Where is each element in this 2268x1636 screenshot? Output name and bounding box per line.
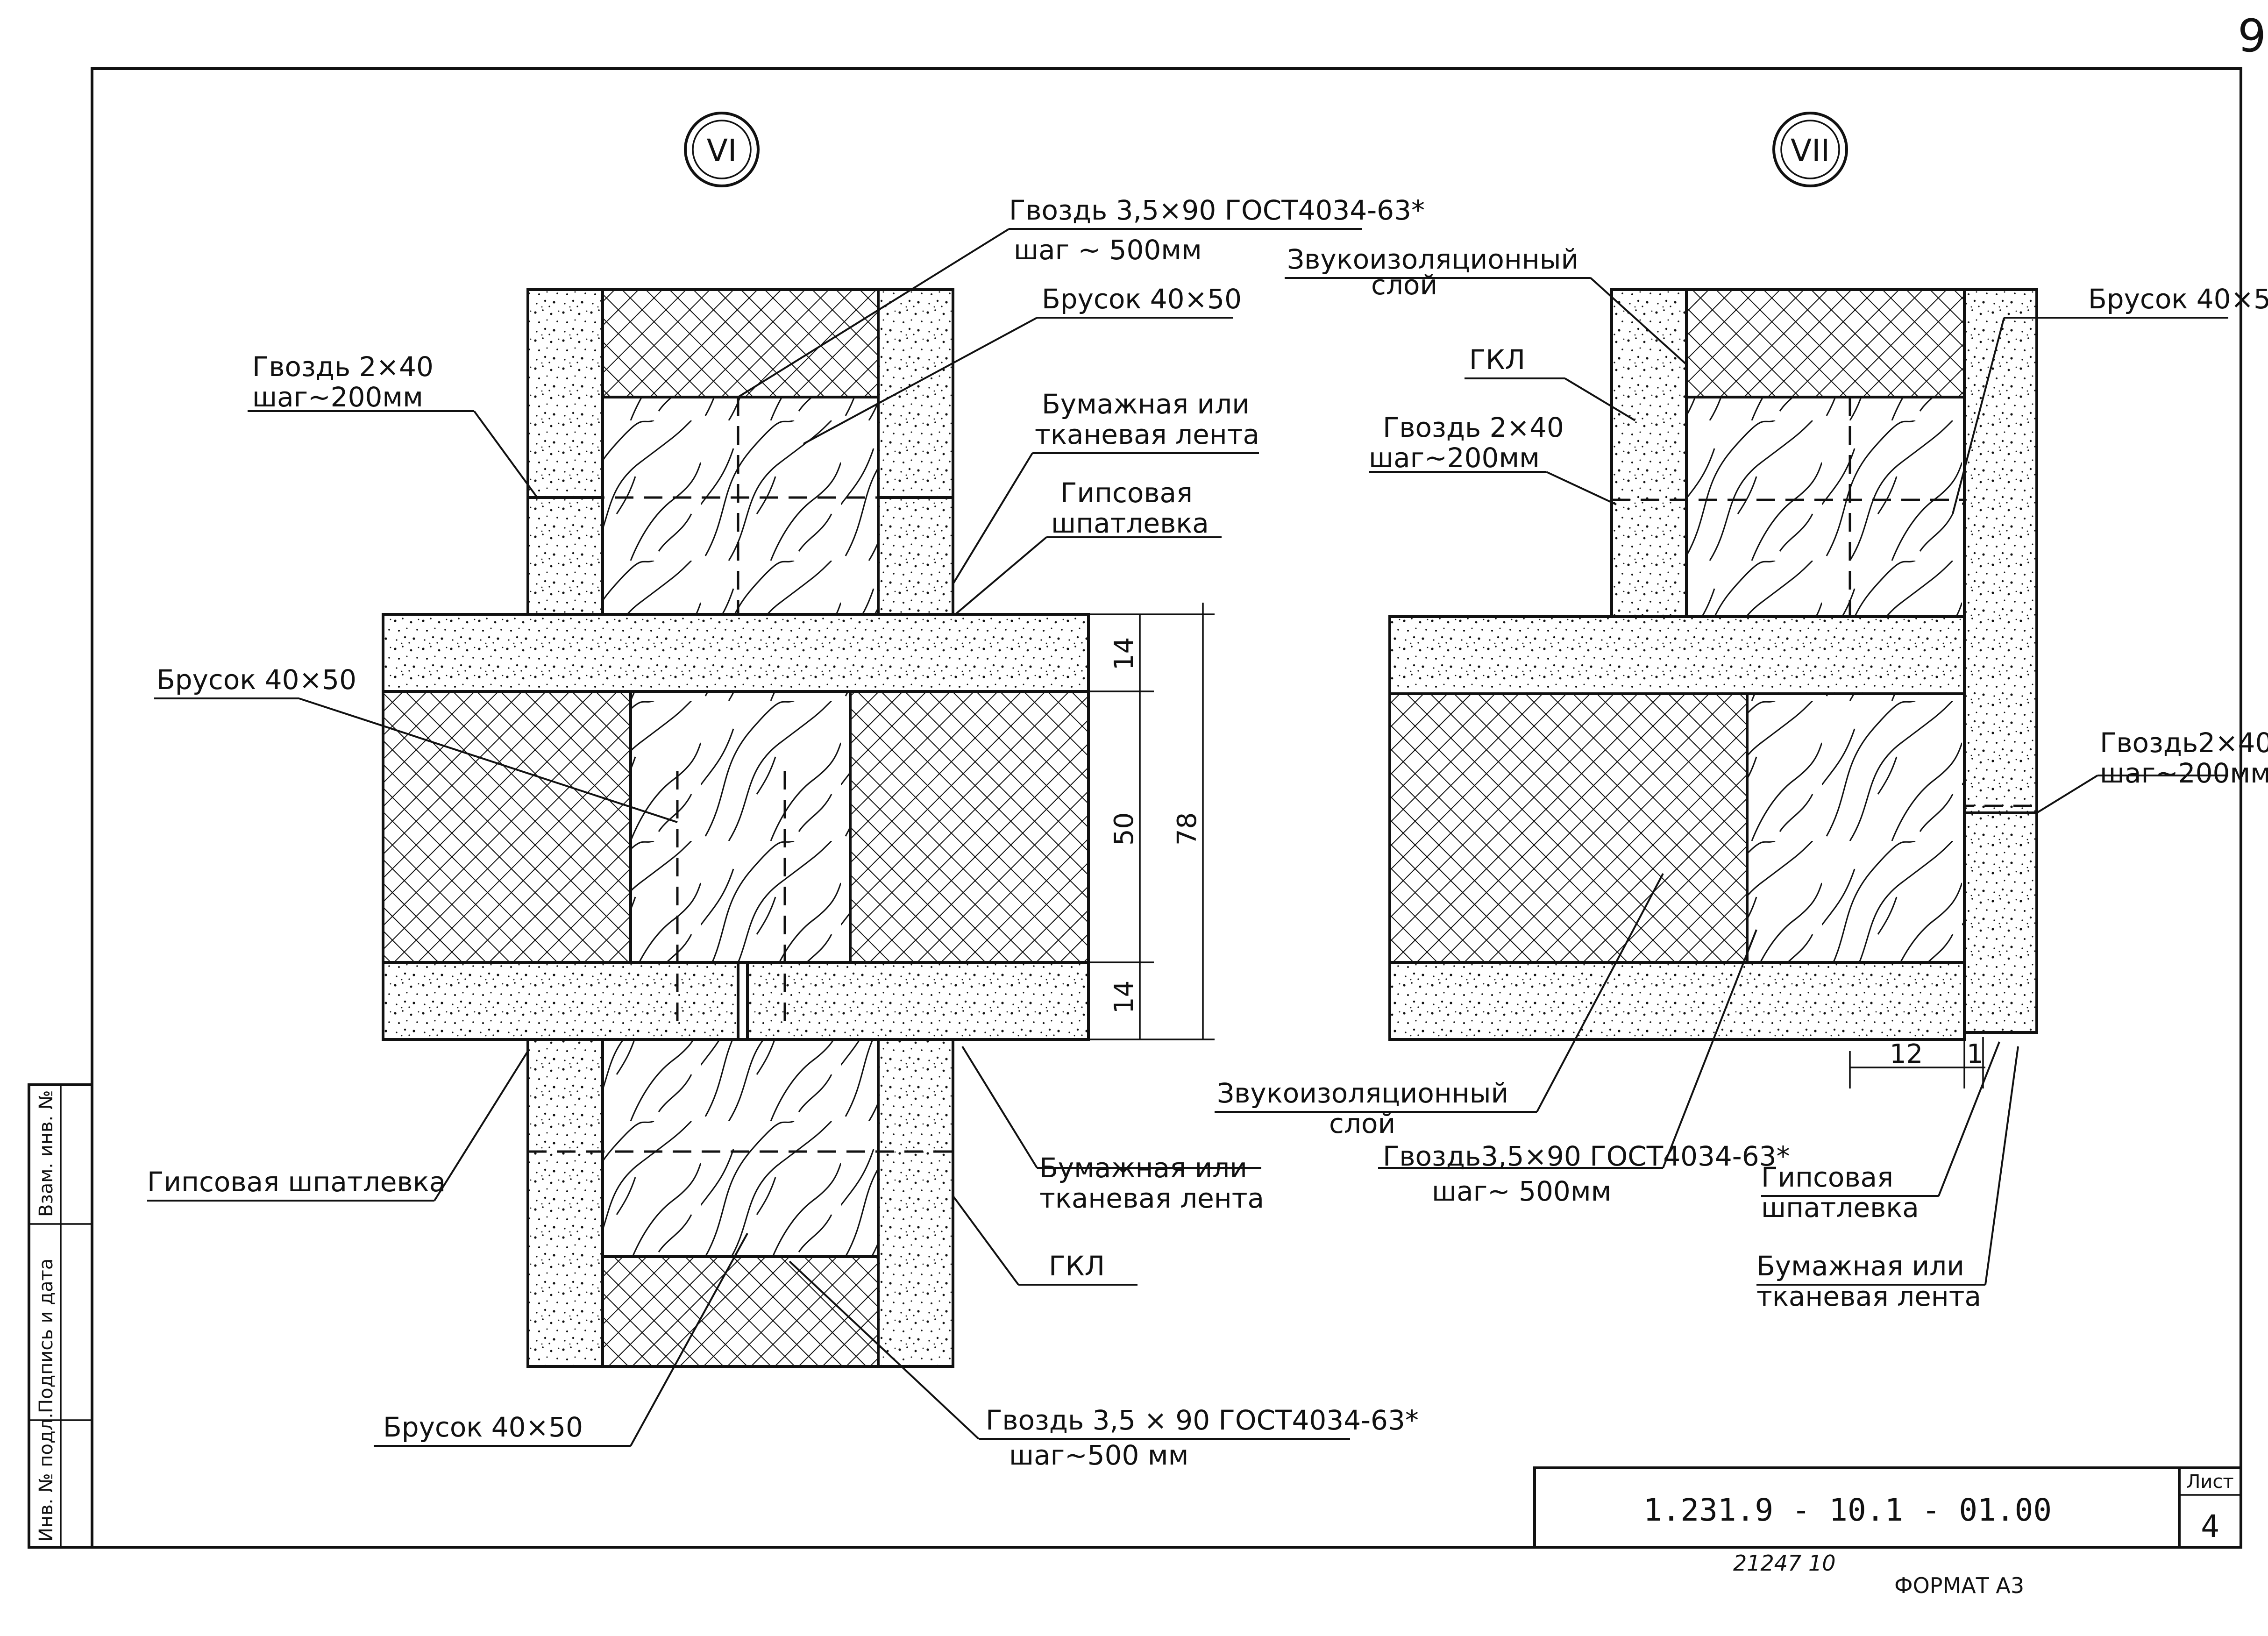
stamp-replace-inventory: Взам. инв. № — [36, 1090, 57, 1217]
label-tape-r-1: Бумажная или — [1756, 1250, 1964, 1282]
board-bottom — [746, 961, 1090, 1041]
bar-middle — [629, 690, 852, 964]
gkl-upper-left — [526, 288, 604, 499]
label-tape-top-2: тканевая лента — [1035, 419, 1259, 450]
label-nail-bottom-r-step: шаг~ 500мм — [1432, 1175, 1611, 1207]
label-sound-top-2: слой — [1371, 269, 1437, 301]
label-sound-bottom-2: слой — [1329, 1108, 1395, 1139]
detail-mark-vi: VI — [707, 133, 737, 169]
label-nail-bottom: Гвоздь 3,5 × 90 ГОСТ4034-63* — [986, 1404, 1419, 1436]
dim-1: 1 — [1967, 1039, 1984, 1069]
dim-50: 50 — [1109, 812, 1139, 846]
footer-handwritten: 21247 10 — [1733, 1551, 1836, 1576]
gkl-upper-right — [877, 288, 954, 499]
label-tape-bottom-2: тканевая лента — [1039, 1182, 1264, 1214]
label-putty-r-2: шпатлевка — [1761, 1192, 1919, 1223]
label-tape-r-2: тканевая лента — [1756, 1280, 1981, 1312]
label-bar-bottom: Брусок 40×50 — [383, 1411, 583, 1443]
dim-12: 12 — [1890, 1039, 1923, 1069]
stamp-signature-date: Подпись и дата — [36, 1259, 57, 1413]
board-bottom-r — [1388, 961, 1966, 1041]
board-top — [382, 613, 1090, 693]
sheet-label: Лист — [2186, 1471, 2233, 1493]
label-putty-bottom: Гипсовая шпатлевка — [147, 1166, 446, 1198]
footer-format: ФОРМАТ А3 — [1894, 1573, 2024, 1598]
insulation-left — [382, 690, 632, 964]
board-top-r — [1388, 615, 1966, 695]
dim-78: 78 — [1172, 812, 1202, 846]
dim-14-top: 14 — [1109, 637, 1139, 670]
title-block: 1.231.9 - 10.1 - 01.00 Лист 4 — [1533, 1466, 2242, 1549]
label-tape-bottom-1: Бумажная или — [1039, 1152, 1247, 1184]
label-nail-top-step: шаг ~ 500мм — [1014, 234, 1202, 266]
page-number: 9 — [2238, 10, 2266, 62]
label-nail-small-r-step: шаг~200мм — [1369, 442, 1540, 474]
bar-upper — [601, 396, 880, 616]
label-nail-small-r: Гвоздь 2×40 — [1383, 412, 1564, 443]
label-nail-side-step: шаг~200мм — [2100, 757, 2268, 789]
insulation-r — [1388, 692, 1749, 964]
label-bar-top: Брусок 40×50 — [1042, 283, 1242, 315]
label-gkl-right: ГКЛ — [1469, 344, 1525, 376]
gkl-lower-right — [877, 1038, 954, 1368]
label-sound-top-1: Звукоизоляционный — [1287, 243, 1578, 275]
insulation-right — [849, 690, 1090, 964]
drawing-code: 1.231.9 - 10.1 - 01.00 — [1643, 1492, 2052, 1528]
detail-vii: VII 12 1 Звукоизоляционный — [1215, 112, 2268, 1312]
label-putty-r-1: Гипсовая — [1761, 1161, 1893, 1193]
gkl-side — [1963, 288, 2038, 814]
label-nail-small-step: шаг~200мм — [252, 381, 423, 413]
bar-upper-r — [1685, 396, 1966, 618]
label-bar-top-r: Брусок 40×50 — [2088, 283, 2268, 315]
label-nail-small: Гвоздь 2×40 — [252, 351, 434, 383]
label-gkl-left: ГКЛ — [1049, 1250, 1105, 1282]
bar-middle-r — [1746, 692, 1966, 964]
bar-lower — [601, 1038, 880, 1258]
label-tape-top-1: Бумажная или — [1042, 388, 1250, 420]
dim-14-bottom: 14 — [1109, 981, 1139, 1014]
drawing-frame — [91, 67, 2242, 1549]
label-sound-bottom-1: Звукоизоляционный — [1217, 1077, 1508, 1109]
gkl-upper — [1610, 288, 1688, 618]
side-stamp: Инв. № подл. Подпись и дата Взам. инв. № — [28, 1083, 93, 1549]
label-nail-top: Гвоздь 3,5×90 ГОСТ4034-63* — [1009, 194, 1425, 226]
label-nail-bottom-r: Гвоздь3,5×90 ГОСТ4034-63* — [1383, 1140, 1790, 1172]
stamp-inventory: Инв. № подл. — [36, 1413, 57, 1542]
insulation-upper-r — [1685, 288, 1966, 398]
insulation-upper — [601, 288, 880, 398]
insulation-lower — [601, 1255, 880, 1368]
gkl-lower-left — [526, 1038, 604, 1368]
label-bar-middle: Брусок 40×50 — [156, 664, 356, 696]
label-nail-bottom-step: шаг~500 мм — [1009, 1439, 1188, 1471]
sheet-number: 4 — [2201, 1508, 2219, 1544]
label-putty-top-2: шпатлевка — [1051, 507, 1209, 539]
detail-mark-vii: VII — [1791, 133, 1830, 169]
label-putty-top-1: Гипсовая — [1060, 477, 1193, 509]
detail-vi: VI 14 50 14 78 — [147, 112, 1425, 1471]
label-nail-side: Гвоздь2×40 — [2100, 727, 2268, 759]
